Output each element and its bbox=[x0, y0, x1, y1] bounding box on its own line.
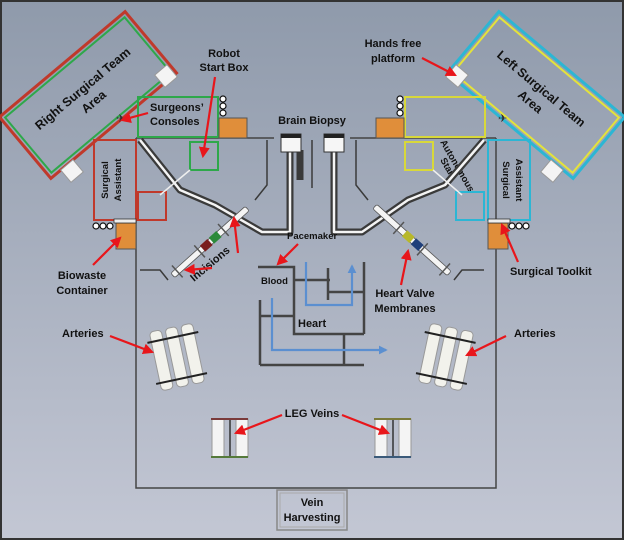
hands-free-label-2: platform bbox=[371, 53, 415, 65]
brain-biopsy-label: Brain Biopsy bbox=[278, 115, 347, 127]
leg-veins-right-model bbox=[374, 418, 412, 458]
robot-start-box-label-2: Start Box bbox=[200, 62, 250, 74]
assistant-circles-right bbox=[508, 222, 530, 230]
syringe-right bbox=[373, 204, 451, 276]
surgeons-consoles-label: Surgeons’ bbox=[150, 102, 204, 114]
left-side-stub bbox=[140, 269, 169, 281]
vein-harvesting-label: Vein bbox=[301, 497, 324, 509]
arrow-incisions-2 bbox=[183, 263, 213, 275]
console-circles-left bbox=[219, 95, 227, 117]
leg-veins-label: LEG Veins bbox=[285, 408, 339, 420]
brain-biopsy-unit-right bbox=[323, 133, 345, 153]
arrow-leg-veins-right bbox=[341, 413, 391, 435]
arrow-pacemaker bbox=[276, 243, 299, 266]
console-circles-right bbox=[396, 95, 404, 117]
arrow-robot-start bbox=[198, 76, 217, 159]
surgical-toolkit-label: Surgical Toolkit bbox=[510, 266, 592, 278]
hands-free-platform-left-bottom bbox=[540, 159, 564, 183]
orange-box-top-right bbox=[375, 117, 405, 139]
arteries-right-label: Arteries bbox=[514, 328, 556, 340]
hands-free-label: Hands free bbox=[365, 38, 422, 50]
blood-flow-lower bbox=[270, 298, 388, 355]
robot-start-box-label: Robot bbox=[208, 48, 240, 60]
assistant-circles-left bbox=[92, 222, 114, 230]
syringe-left bbox=[171, 206, 249, 278]
robot-start-box bbox=[189, 141, 219, 171]
surgical-assistant-left-label: Surgical bbox=[100, 161, 111, 199]
arrow-leg-veins-left bbox=[233, 413, 283, 435]
start-link-right bbox=[432, 169, 463, 196]
arrow-toolkit bbox=[500, 222, 520, 263]
biowaste-container bbox=[115, 222, 137, 250]
arrow-arteries-left bbox=[109, 334, 155, 355]
biowaste-tray bbox=[113, 218, 137, 224]
arrow-biowaste bbox=[92, 236, 122, 266]
blood-flow-arrows bbox=[270, 262, 388, 355]
arteries-left-model bbox=[147, 323, 208, 391]
red-start-square bbox=[137, 191, 167, 221]
biowaste-label-2: Container bbox=[56, 285, 108, 297]
start-link-left bbox=[159, 169, 191, 196]
biowaste-label: Biowaste bbox=[58, 270, 106, 282]
arrow-incisions-1 bbox=[229, 215, 241, 254]
orange-box-top-left bbox=[218, 117, 248, 139]
callout-arrows bbox=[92, 57, 520, 435]
pacemaker-label: Pacemaker bbox=[287, 231, 337, 242]
hands-free-platform-right-bottom bbox=[60, 159, 84, 183]
right-side-stub bbox=[453, 269, 484, 281]
heart-valve-label: Heart Valve bbox=[375, 288, 434, 300]
surgical-assistant-left-label-2: Assistant bbox=[113, 158, 124, 202]
surgeons-consoles-label-2: Consoles bbox=[150, 116, 200, 128]
autonomous-console-box bbox=[404, 96, 486, 138]
autonomous-start-box bbox=[404, 141, 434, 171]
brain-biopsy-unit-left bbox=[280, 133, 302, 153]
robot-arm-icon-right: ✈ bbox=[498, 113, 507, 125]
surgeons-console-box bbox=[137, 96, 219, 138]
surgical-toolkit-tray bbox=[487, 218, 511, 224]
vein-harvesting-label-2: Harvesting bbox=[284, 512, 341, 524]
arteries-right-model bbox=[415, 323, 476, 391]
surgical-toolkit-box bbox=[487, 222, 509, 250]
surgical-assistant-right-label-2: Assistant bbox=[513, 159, 524, 203]
arrow-heart-valve bbox=[399, 248, 412, 286]
thin-track-left bbox=[254, 140, 268, 201]
blood-flow-upper bbox=[304, 262, 357, 307]
surgical-assistant-right-label: Surgical bbox=[500, 161, 511, 199]
arrow-arteries-right bbox=[465, 335, 507, 357]
arteries-left-label: Arteries bbox=[62, 328, 104, 340]
hands-free-platform-right-top bbox=[154, 64, 178, 88]
blood-label: Blood bbox=[261, 276, 288, 287]
cyan-start-square bbox=[455, 191, 485, 221]
vein-harvesting-inner bbox=[279, 492, 345, 528]
arrow-hands-free bbox=[421, 57, 457, 77]
vein-harvesting-box bbox=[276, 489, 348, 531]
thin-track-right bbox=[355, 140, 369, 201]
leg-veins-left-model bbox=[211, 418, 249, 458]
heart-label: Heart bbox=[298, 318, 326, 330]
arrow-surgeons-consoles bbox=[119, 111, 149, 124]
heart-valve-label-2: Membranes bbox=[374, 303, 435, 315]
